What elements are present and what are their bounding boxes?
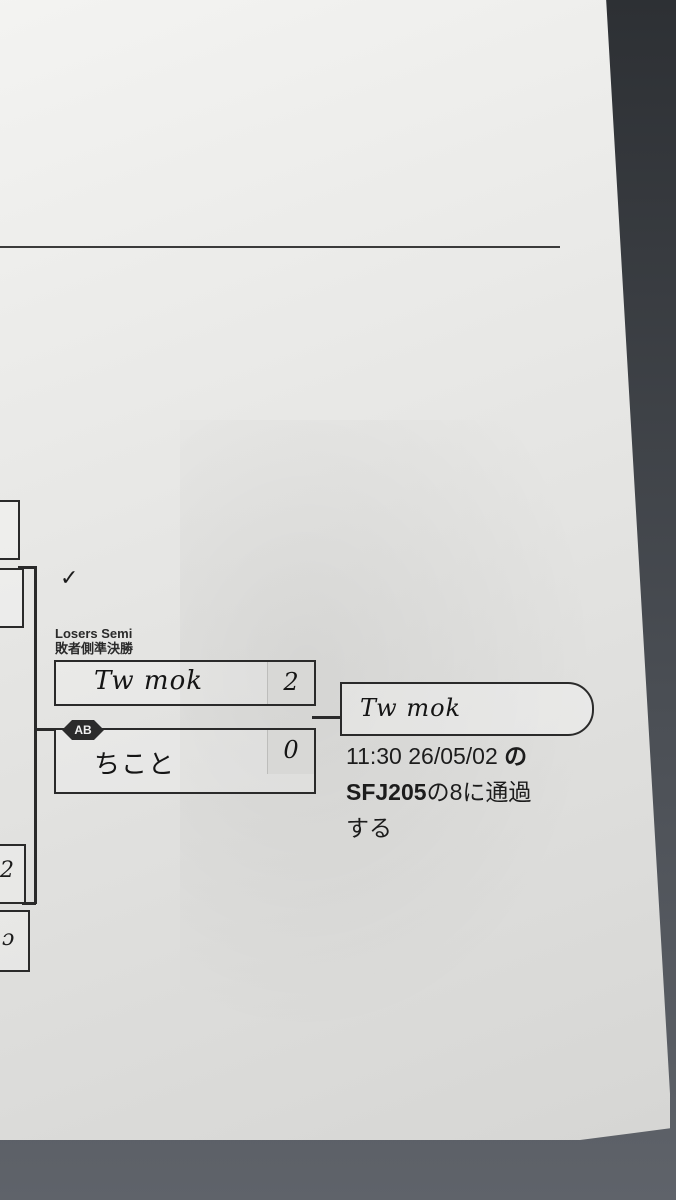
- winner-connector: [312, 716, 342, 719]
- advance-rest: の8に通過: [426, 779, 532, 805]
- left-fragment-name: ɔ: [2, 926, 15, 951]
- advance-line3: する: [346, 815, 392, 841]
- round-title-ja: 敗者側準決勝: [55, 641, 134, 656]
- player2-row: ちこと 0: [54, 728, 316, 794]
- check-mark: ✓: [60, 566, 79, 591]
- round-title: Losers Semi 敗者側準決勝: [55, 626, 133, 656]
- left-match-box-bottom: ɔ: [0, 910, 30, 972]
- left-match-box-lower: 2: [0, 844, 26, 904]
- advance-note: 11:30 26/05/02 の SFJ205の8に通過 する: [346, 738, 626, 846]
- round-title-en: Losers Semi: [55, 626, 133, 641]
- bracket-bottom-tick: [22, 902, 36, 905]
- advance-target: SFJ205: [346, 779, 427, 805]
- winner-box: Tw mok: [340, 682, 594, 736]
- player2-name: ちこと: [94, 750, 176, 780]
- paper-sheet: [0, 0, 670, 1140]
- winner-name: Tw mok: [360, 694, 462, 722]
- bracket-vertical-line: [34, 566, 37, 904]
- left-fragment-score: 2: [0, 858, 14, 883]
- bracket-mid-connector: [34, 728, 56, 731]
- player2-score: 0: [267, 730, 314, 774]
- player1-score: 2: [267, 662, 314, 704]
- match-badge: AB: [62, 720, 104, 740]
- bracket-top-tick: [18, 566, 36, 569]
- advance-time-date: 11:30 26/05/02: [346, 743, 498, 769]
- advance-particle: の: [504, 743, 528, 769]
- top-rule-line: [0, 246, 560, 248]
- left-match-box-top: [0, 500, 20, 560]
- player1-row: Tw mok 2: [54, 660, 316, 706]
- player1-name: Tw mok: [94, 666, 203, 696]
- left-match-box-mid: [0, 568, 24, 628]
